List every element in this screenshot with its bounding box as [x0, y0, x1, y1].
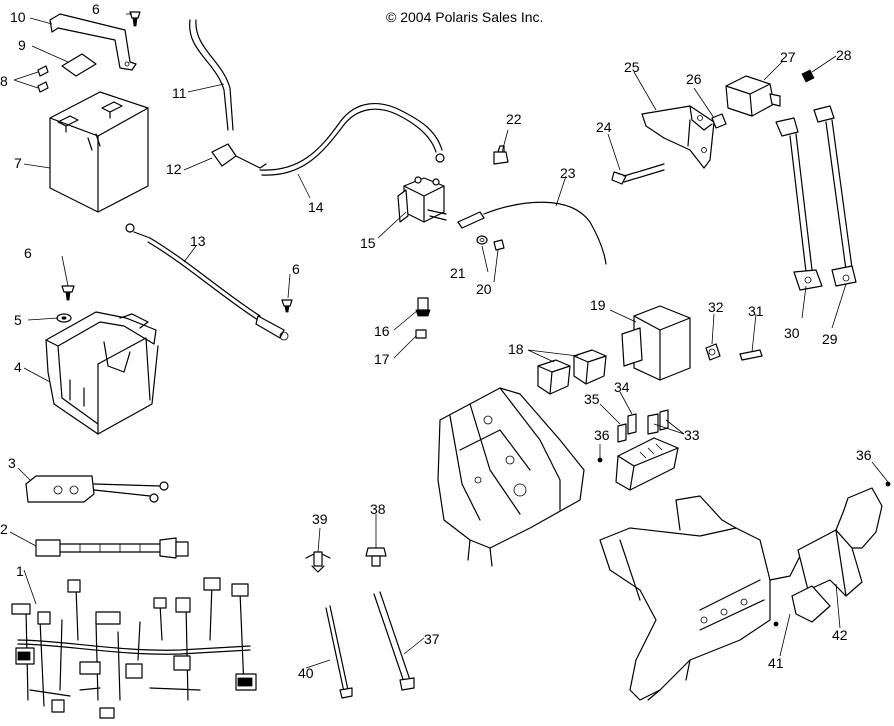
battery-harness-short [25, 475, 169, 503]
sub-harness [35, 537, 189, 559]
callout-37: 37 [424, 631, 440, 647]
main-wiring-harness [11, 577, 257, 719]
callout-18: 18 [508, 341, 524, 357]
callout-14: 14 [308, 199, 324, 215]
battery-box [45, 311, 159, 435]
bolt-24 [611, 163, 665, 185]
copyright-text: © 2004 Polaris Sales Inc. [386, 9, 543, 25]
callout-4: 4 [14, 359, 22, 375]
bushing-26 [711, 113, 727, 129]
center-frame [437, 387, 585, 567]
callout-29: 29 [822, 331, 838, 347]
starter-solenoid [397, 176, 447, 223]
screw-left [61, 285, 75, 301]
clip-38 [365, 547, 387, 567]
callout-1: 1 [16, 563, 24, 579]
callout-32: 32 [708, 299, 724, 315]
bolt-22 [493, 145, 509, 165]
callout-16: 16 [374, 323, 390, 339]
battery [49, 91, 149, 213]
callout-23: 23 [560, 165, 576, 181]
callout-2: 2 [0, 521, 8, 537]
callout-9: 9 [18, 37, 26, 53]
cable-tie-37 [373, 591, 415, 691]
callout-6a: 6 [24, 245, 32, 261]
callout-31: 31 [748, 303, 764, 319]
connector-32 [705, 343, 721, 361]
callout-38: 38 [370, 501, 386, 517]
clip-39 [305, 551, 331, 573]
ground-cable [125, 223, 289, 341]
callout-24: 24 [596, 119, 612, 135]
callout-21: 21 [450, 265, 466, 281]
leader-lines [9, 13, 889, 669]
mud-flap-41 [791, 585, 831, 623]
callout-39: 39 [312, 511, 328, 527]
callout-36a: 36 [594, 427, 610, 443]
bracket-25 [641, 105, 715, 169]
callout-6b: 6 [92, 1, 100, 17]
callout-19: 19 [590, 297, 606, 313]
battery-cable-positive [211, 103, 445, 176]
cable-tie-40 [325, 605, 353, 699]
cdi-box [621, 305, 691, 381]
callout-33: 33 [684, 427, 700, 443]
callout-6c: 6 [292, 261, 300, 277]
cable-23 [457, 201, 607, 265]
callout-34: 34 [614, 379, 630, 395]
spark-plug-wire-29 [813, 105, 857, 287]
callout-11: 11 [172, 85, 187, 101]
screw-top [129, 11, 141, 27]
spark-plug-wire-30 [775, 117, 823, 291]
side-cover [797, 487, 883, 597]
fuse-34 [627, 413, 637, 435]
nut-28 [801, 69, 815, 83]
callout-22: 22 [506, 111, 522, 127]
callout-15: 15 [360, 235, 376, 251]
callout-5: 5 [14, 312, 22, 328]
callout-numbers: 1 2 3 4 5 6 6 6 7 8 9 10 11 12 13 14 15 … [0, 1, 872, 681]
battery-pad [61, 53, 97, 77]
screw-36b [885, 481, 891, 487]
lower-frame [599, 495, 801, 701]
callout-7: 7 [14, 155, 22, 171]
callout-28: 28 [836, 47, 852, 63]
callout-25: 25 [624, 59, 640, 75]
ignition-coil [725, 75, 781, 117]
callout-30: 30 [784, 325, 800, 341]
fuse-35 [617, 423, 627, 443]
fuse-16 [415, 297, 431, 317]
nut-21 [476, 235, 488, 245]
relay-right [573, 349, 607, 385]
callout-12: 12 [166, 161, 182, 177]
callout-40: 40 [298, 665, 314, 681]
screw-mid [281, 299, 293, 313]
screw-36a [597, 457, 603, 463]
battery-nuts [37, 65, 49, 93]
callout-17: 17 [374, 351, 390, 367]
callout-3: 3 [8, 455, 16, 471]
fuse-box [615, 437, 679, 491]
callout-42: 42 [832, 627, 848, 643]
callout-36b: 36 [856, 447, 872, 463]
vent-tube [189, 19, 234, 131]
callout-41: 41 [768, 655, 784, 671]
fuse-17 [415, 329, 427, 339]
fuses-33 [647, 409, 669, 435]
callout-35: 35 [584, 391, 600, 407]
screw-41 [773, 621, 779, 627]
callout-10: 10 [10, 9, 26, 25]
washer [56, 313, 72, 323]
pin-31 [739, 349, 763, 361]
relay-left [537, 359, 571, 395]
callout-13: 13 [190, 233, 206, 249]
battery-strap [49, 13, 137, 71]
callout-8: 8 [0, 73, 8, 89]
callout-27: 27 [780, 49, 796, 65]
callout-20: 20 [476, 281, 492, 297]
nut-20 [493, 239, 505, 251]
callout-26: 26 [686, 71, 702, 87]
